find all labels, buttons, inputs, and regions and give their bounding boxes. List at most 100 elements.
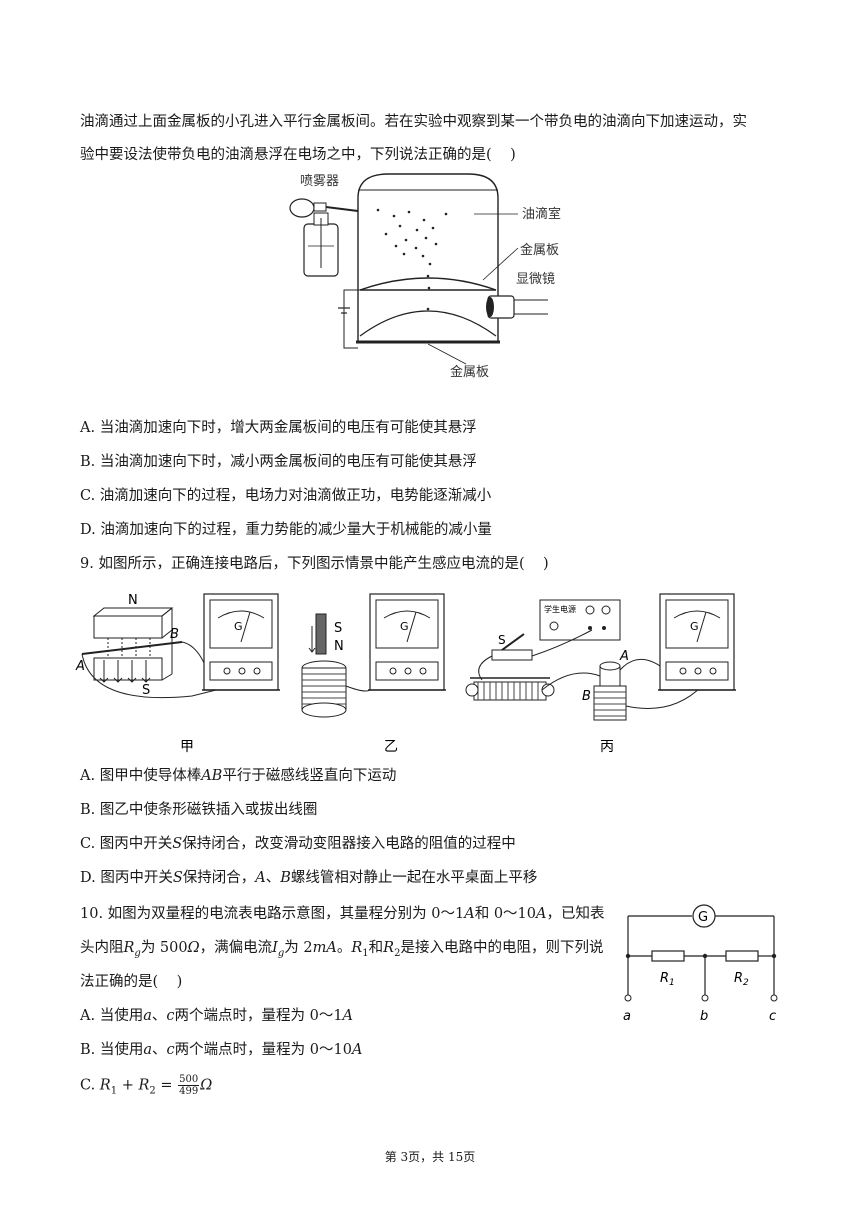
- jia-caption: 甲: [180, 739, 194, 755]
- q10-l1-a2: A: [536, 906, 547, 922]
- yi-label-s: S: [334, 621, 342, 636]
- q10-l2-mid: 为 500: [140, 940, 188, 956]
- q9-option-d-mid2: 、: [265, 870, 281, 886]
- q10-l1-a1: A: [464, 906, 475, 922]
- label-sprayer: 喷雾器: [300, 174, 339, 189]
- q10-l2-r2: R: [383, 940, 395, 956]
- q9-option-c-var: S: [172, 836, 183, 852]
- q10-stem-line3: 法正确的是( ): [80, 974, 183, 990]
- q10-c-den: 499: [179, 1086, 199, 1097]
- bing-caption: 丙: [600, 739, 614, 755]
- q8-stem-line1: 油滴通过上面金属板的小孔进入平行金属板间。若在实验中观察到某一个带负电的油滴向下…: [80, 114, 747, 130]
- q10-l2-r1sub: 1: [362, 947, 369, 959]
- fig-bing: 学生电源 S A B 丙: [465, 599, 703, 755]
- jia-label-s: S: [142, 683, 150, 698]
- power-supply-label: 学生电源: [544, 604, 576, 614]
- q10-l2-r: R: [123, 940, 135, 956]
- q9-option-a-pre: A. 图甲中使导体棒: [80, 768, 202, 784]
- q9-option-b: B. 图乙中使条形磁铁插入或拔出线圈: [80, 802, 318, 818]
- q10-option-b: B. 当使用a、c两个端点时，量程为 0～10A: [80, 1040, 362, 1060]
- q9-option-a-post: 平行于磁感线竖直向下运动: [222, 768, 397, 784]
- q9-option-a-var: AB: [201, 768, 223, 784]
- q9-option-d-var2: A: [255, 870, 266, 886]
- q10-stem-line2: 头内阻Rg为 500Ω，满偏电流Ig为 2mA。R1和R2是接入电路中的电阻，则…: [80, 938, 603, 964]
- g1-label: G: [234, 620, 243, 633]
- q10-c-r1sub: 1: [110, 1085, 118, 1097]
- q10-l2-ohm: Ω: [187, 940, 200, 956]
- fig-jia: N S A B 甲: [75, 593, 233, 755]
- q8-option-a: A. 当油滴加速向下时，增大两金属板间的电压有可能使其悬浮: [80, 420, 477, 436]
- q10-b-unit: A: [351, 1042, 363, 1058]
- q9-option-d-pre: D. 图丙中开关: [80, 870, 173, 886]
- q9-option-d-mid1: 保持闭合，: [182, 870, 256, 886]
- q10-a-a: a: [143, 1008, 152, 1024]
- q10-c-num: 500: [178, 1074, 200, 1086]
- jia-label-a: A: [75, 659, 85, 674]
- q10-b-c: c: [166, 1042, 175, 1058]
- circuit-g-label: G: [698, 910, 708, 925]
- g2-label: G: [400, 620, 409, 633]
- q10-stem-line1: 10. 如图为双量程的电流表电路示意图，其量程分别为 0～1A和 0～10A，已…: [80, 904, 605, 924]
- resistor-r2: [725, 950, 759, 962]
- galvanometer-1: G: [202, 593, 280, 691]
- q10-a-mid: 两个端点时，量程为 0～1: [174, 1008, 343, 1024]
- q9-option-d-var1: S: [172, 870, 183, 886]
- q9-option-d: D. 图丙中开关S保持闭合，A、B螺线管相对静止一起在水平桌面上平移: [80, 868, 537, 888]
- q10-l1-pre: 10. 如图为双量程的电流表电路示意图，其量程分别为 0～1: [80, 906, 465, 922]
- yi-caption: 乙: [384, 739, 398, 755]
- q9-stem: 9. 如图所示，正确连接电路后，下列图示情景中能产生感应电流的是( ): [80, 556, 549, 572]
- q10-c-pre: C.: [80, 1077, 100, 1094]
- q10-l2-rsub: g: [134, 947, 141, 959]
- q10-c-eq: =: [155, 1077, 178, 1094]
- q8-stem-line2: 验中要设法使带负电的油滴悬浮在电场之中，下列说法正确的是( ): [80, 147, 516, 163]
- q10-a-sep: 、: [151, 1008, 167, 1024]
- q10-b-mid: 两个端点时，量程为 0～10: [174, 1042, 352, 1058]
- q10-a-unit: A: [342, 1008, 354, 1024]
- q10-c-r2: R: [138, 1077, 150, 1094]
- jia-label-b: B: [170, 627, 179, 642]
- chamber-outline: [357, 173, 499, 343]
- q9-option-c: C. 图丙中开关S保持闭合，改变滑动变阻器接入电路的阻值的过程中: [80, 834, 516, 854]
- q10-l2-and: 和: [368, 940, 384, 956]
- q10-l2-mid2: ，满偏电流: [199, 940, 273, 956]
- q10-option-a: A. 当使用a、c两个端点时，量程为 0～1A: [80, 1006, 353, 1026]
- label-chamber: 油滴室: [522, 206, 561, 222]
- label-plate-bottom: 金属板: [450, 364, 489, 380]
- q8-option-b: B. 当油滴加速向下时，减小两金属板间的电压有可能使其悬浮: [80, 454, 477, 470]
- terminal-a-label: a: [623, 1009, 631, 1024]
- q10-a-c: c: [166, 1008, 175, 1024]
- switch-label: S: [498, 633, 506, 647]
- upper-plate: [359, 277, 497, 291]
- label-plate-top: 金属板: [520, 242, 559, 258]
- q10-l2-r1: R: [351, 940, 363, 956]
- q10-c-r2sub: 2: [149, 1085, 156, 1097]
- g3-label: G: [690, 620, 699, 633]
- q10-l2-r2sub: 2: [394, 947, 401, 959]
- label-microscope: 显微镜: [516, 272, 555, 287]
- q10-b-pre: B. 当使用: [80, 1042, 144, 1058]
- q10-l2-i: I: [272, 940, 278, 956]
- q9-option-c-pre: C. 图丙中开关: [80, 836, 173, 852]
- bing-label-b: B: [582, 689, 591, 704]
- q10-c-plus: +: [117, 1077, 139, 1094]
- lower-plate: [359, 310, 497, 337]
- q10-c-unit: Ω: [200, 1077, 213, 1094]
- q8-option-c: C. 油滴加速向下的过程，电场力对油滴做正功，电势能逐渐减小: [80, 488, 492, 504]
- q10-l2-mid4: 。: [336, 940, 352, 956]
- galvanometer-2: G: [368, 593, 446, 691]
- galvanometer-3: G: [658, 593, 736, 691]
- q10-l1-post: ，已知表: [546, 906, 605, 922]
- q8-option-d: D. 油滴加速向下的过程，重力势能的减少量大于机械能的减小量: [80, 522, 492, 538]
- q10-l2-pre: 头内阻: [80, 940, 124, 956]
- q10-circuit-figure: G R1 R2 a b c: [623, 904, 778, 1024]
- q9-option-a: A. 图甲中使导体棒AB平行于磁感线竖直向下运动: [80, 766, 396, 786]
- terminal-c-label: c: [769, 1009, 776, 1024]
- q9-option-c-post: 保持闭合，改变滑动变阻器接入电路的阻值的过程中: [182, 836, 516, 852]
- q10-l2-mid3: 为 2: [284, 940, 313, 956]
- terminal-b-label: b: [700, 1009, 708, 1024]
- fig-yi: S N 乙: [301, 613, 398, 755]
- q10-l2-isub: g: [277, 947, 285, 959]
- q10-a-pre: A. 当使用: [80, 1008, 144, 1024]
